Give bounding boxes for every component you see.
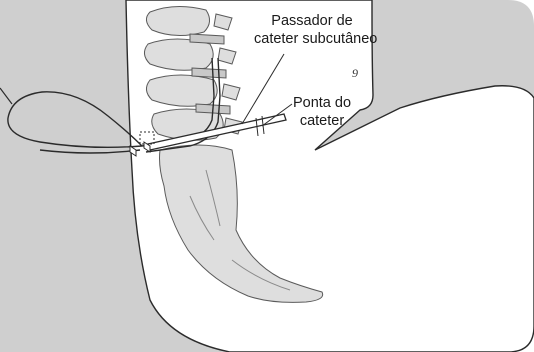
label-ponta-line1: Ponta do [282, 94, 362, 112]
label-passador-line1: Passador de [254, 12, 370, 30]
label-ponta-line2: cateter [282, 112, 362, 130]
label-ponta-do-cateter: Ponta do cateter [282, 94, 362, 130]
label-passador-de-cateter: Passador de cateter subcutâneo [254, 12, 370, 48]
label-passador-line2: cateter subcutâneo [254, 30, 370, 48]
page-number: 9 [352, 66, 358, 81]
